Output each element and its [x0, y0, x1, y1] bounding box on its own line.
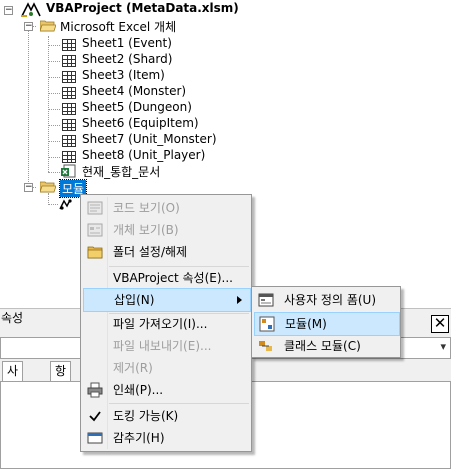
menu-item-print[interactable]: 인쇄(P)... [83, 379, 251, 401]
insert-submenu: 사용자 정의 폼(U) 모듈(M) 클래스 모듈(C) [251, 286, 401, 358]
tree-item-workbook[interactable]: 현재_통합_문서 [82, 165, 161, 179]
menu-item-remove[interactable]: 제거(R) [113, 361, 153, 375]
tree-item-sheet4[interactable]: Sheet4 (Monster) [82, 84, 187, 98]
tree-line [48, 141, 60, 142]
collapse-button[interactable]: − [24, 182, 33, 192]
code-window-icon [87, 201, 103, 215]
worksheet-icon [62, 135, 76, 147]
tree-item-sheet8[interactable]: Sheet8 (Unit_Player) [82, 148, 206, 162]
folder-icon [87, 246, 103, 259]
tree-line [48, 61, 60, 62]
menu-item-view-object[interactable]: 개체 보기(B) [83, 219, 251, 241]
menu-gutter [107, 197, 108, 449]
menu-item-hide[interactable]: 감추기(H) [83, 427, 251, 449]
tree-line [48, 45, 60, 46]
close-icon[interactable]: ✕ [431, 315, 449, 333]
tree-item-modules-folder[interactable]: 모듈 [58, 179, 88, 198]
class-module-icon [259, 341, 272, 351]
collapse-button[interactable]: − [24, 21, 33, 31]
context-menu: 코드 보기(O) 개체 보기(B) 폴더 설정/해제 VBAProject 속성… [80, 194, 252, 452]
tree-line [48, 172, 60, 173]
menu-item-import-file[interactable]: 파일 가져오기(I)... [113, 317, 208, 331]
collapse-button[interactable]: − [4, 5, 13, 15]
worksheet-icon [62, 71, 76, 83]
tree-line [48, 77, 60, 78]
tab-categorized[interactable]: 항목별 [50, 361, 72, 414]
tree-line [48, 109, 60, 110]
open-folder-icon [40, 20, 56, 32]
menu-item-toggle-folders[interactable]: 폴더 설정/해제 [83, 241, 251, 263]
submenu-item-module[interactable]: 모듈(M) [254, 312, 400, 336]
vbaproject-icon [21, 2, 41, 17]
tree-line [48, 93, 60, 94]
worksheet-icon [62, 55, 76, 67]
menu-item-view-code[interactable]: 코드 보기(O) [83, 197, 251, 219]
worksheet-icon [62, 103, 76, 115]
module-icon [259, 316, 275, 332]
properties-title: 속성 [1, 311, 24, 325]
tree-line [48, 157, 60, 158]
menu-separator [109, 403, 249, 404]
window-icon [87, 432, 103, 444]
menu-item-dockable[interactable]: 도킹 가능(K) [83, 405, 251, 427]
userform-icon [258, 293, 274, 307]
excel-objects-folder-label[interactable]: Microsoft Excel 개체 [60, 20, 177, 34]
tree-item-sheet1[interactable]: Sheet1 (Event) [82, 36, 172, 50]
tree-line [48, 193, 49, 205]
worksheet-icon [62, 39, 76, 51]
menu-item-export-file[interactable]: 파일 내보내기(E)... [113, 339, 212, 353]
tree-line [28, 22, 29, 192]
tree-line [48, 125, 60, 126]
tree-item-sheet3[interactable]: Sheet3 (Item) [82, 68, 165, 82]
tree-line [48, 36, 49, 172]
printer-icon [87, 382, 103, 398]
tree-item-sheet6[interactable]: Sheet6 (EquipItem) [82, 116, 199, 130]
chevron-down-icon[interactable]: ▾ [440, 340, 446, 353]
menu-separator [109, 266, 249, 267]
open-folder-icon [40, 181, 56, 193]
module-icon[interactable] [58, 197, 74, 211]
submenu-arrow-icon [237, 296, 242, 304]
menu-item-project-properties[interactable]: VBAProject 속성(E)... [113, 271, 233, 285]
submenu-item-userform[interactable]: 사용자 정의 폼(U) [254, 289, 400, 311]
form-window-icon [87, 223, 103, 237]
workbook-icon [61, 164, 76, 178]
worksheet-icon [62, 119, 76, 131]
worksheet-icon [62, 87, 76, 99]
menu-item-insert[interactable]: 삽입(N) [83, 288, 251, 312]
tree-item-sheet5[interactable]: Sheet5 (Dungeon) [82, 100, 192, 114]
submenu-item-class-module[interactable]: 클래스 모듈(C) [254, 335, 400, 357]
tree-item-sheet7[interactable]: Sheet7 (Unit_Monster) [82, 132, 217, 146]
project-label[interactable]: VBAProject (MetaData.xlsm) [46, 1, 239, 15]
worksheet-icon [62, 151, 76, 163]
menu-separator [109, 313, 249, 314]
tree-item-sheet2[interactable]: Sheet2 (Shard) [82, 52, 173, 66]
checkmark-icon [89, 411, 101, 422]
tree-line [48, 204, 58, 205]
tab-alphabetic[interactable]: 사전순 [2, 361, 24, 414]
